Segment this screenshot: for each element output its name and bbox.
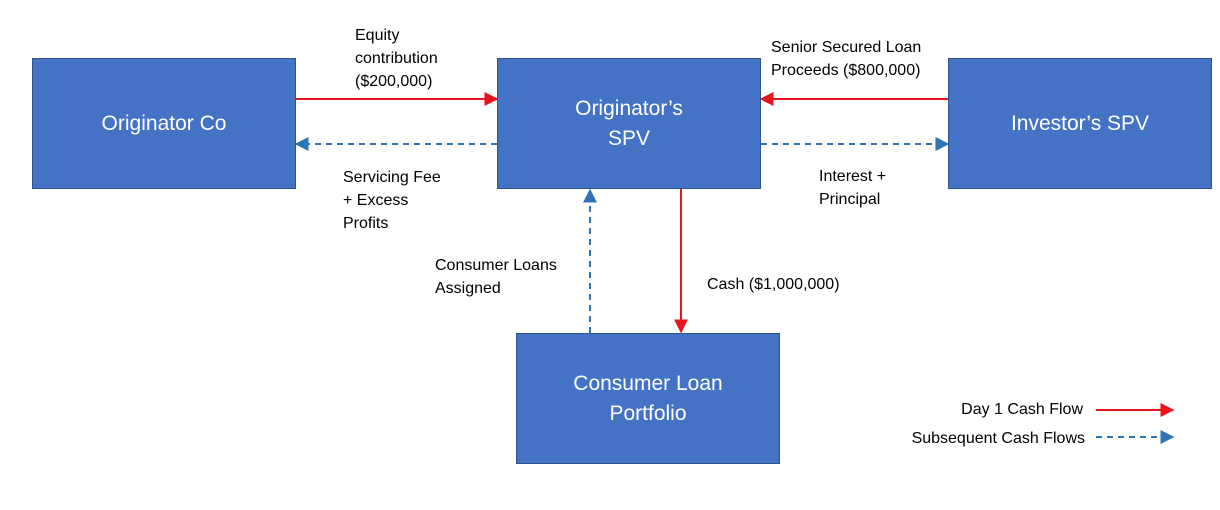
originator-spv-box: Originator’s SPV bbox=[497, 58, 761, 189]
originator-spv-label: Originator’s SPV bbox=[575, 96, 683, 150]
senior-secured-loan-label: Senior Secured Loan Proceeds ($800,000) bbox=[771, 39, 922, 79]
investor-spv-box: Investor’s SPV bbox=[948, 58, 1212, 189]
consumer-loan-portfolio-box: Consumer Loan Portfolio bbox=[516, 333, 780, 464]
originator-co-box: Originator Co bbox=[32, 58, 296, 189]
interest-principal-label: Interest + Principal bbox=[819, 168, 887, 208]
equity-contribution-label: Equity contribution ($200,000) bbox=[355, 27, 438, 90]
originator-co-label: Originator Co bbox=[101, 111, 227, 135]
investor-spv-label: Investor’s SPV bbox=[1010, 111, 1150, 135]
consumer-loan-portfolio-label: Consumer Loan Portfolio bbox=[573, 371, 723, 425]
servicing-fee-label: Servicing Fee + Excess Profits bbox=[343, 169, 441, 232]
legend-subsequent-label: Subsequent Cash Flows bbox=[911, 430, 1085, 447]
consumer-loans-assigned-label: Consumer Loans Assigned bbox=[435, 257, 557, 297]
legend-day1-label: Day 1 Cash Flow bbox=[961, 401, 1083, 418]
cash-label: Cash ($1,000,000) bbox=[707, 276, 840, 293]
